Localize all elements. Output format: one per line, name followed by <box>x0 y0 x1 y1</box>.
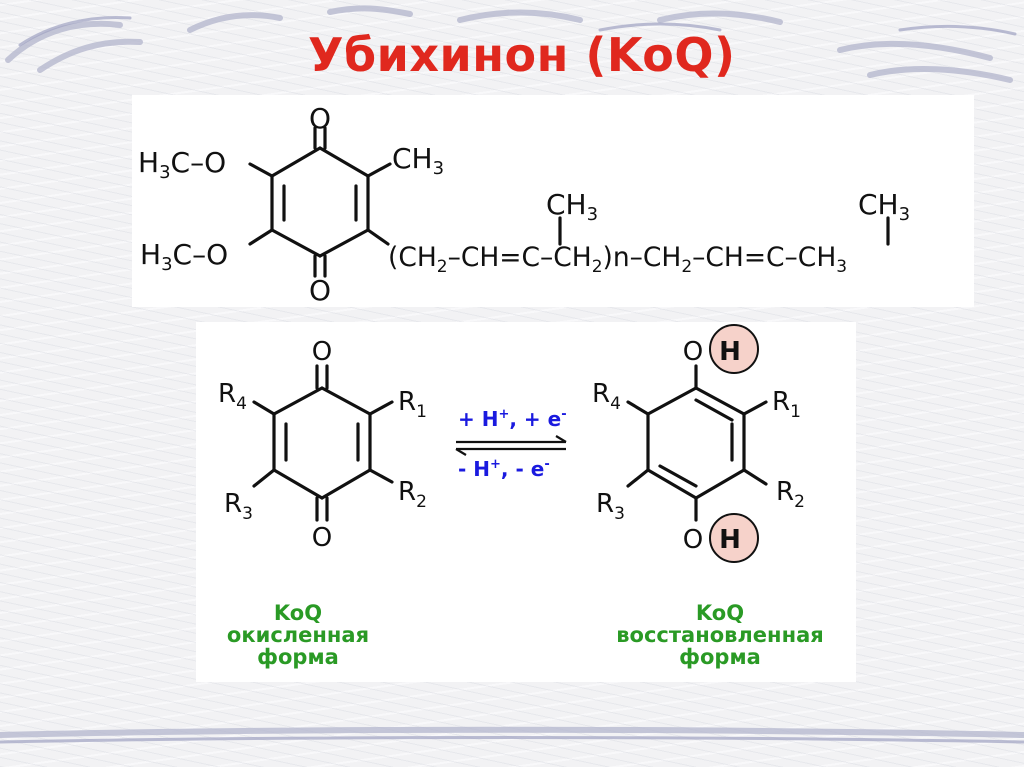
methoxy-top-sub: 3 <box>159 162 170 183</box>
reduced-caption-line1: KoQ <box>696 601 744 625</box>
branch2-sub: 3 <box>899 204 910 225</box>
branch1-label: CH <box>546 188 587 221</box>
structure-oxygen-top: O <box>309 102 331 135</box>
reduced-hydroquinone-ring <box>626 364 768 522</box>
reverse-p1: - H <box>458 457 490 481</box>
oxidized-r4-label: R <box>218 379 236 409</box>
reduced-r2-sub: 2 <box>794 492 805 512</box>
methoxy-top-h: H <box>138 146 159 179</box>
ubiquinone-structure <box>248 126 890 278</box>
reduced-r4: R4 <box>592 379 621 414</box>
oxidized-quinone-ring <box>252 364 394 522</box>
chain-part-1: (CH <box>388 242 437 273</box>
reduced-r1-label: R <box>772 387 790 417</box>
oxidized-caption-line2: окисленная <box>227 623 369 647</box>
chain-sub-4: 3 <box>836 257 847 277</box>
oxidized-r2: R2 <box>398 477 427 512</box>
reduced-hydrogen-bottom: H <box>719 525 741 555</box>
branch1-sub: 3 <box>587 204 598 225</box>
reduced-oxygen-top: O <box>683 337 703 367</box>
oxidized-r4-sub: 4 <box>236 394 247 414</box>
reverse-sup1: + <box>490 457 501 472</box>
redox-reaction-panel <box>196 322 856 682</box>
oxidized-caption-line1: KoQ <box>274 601 322 625</box>
oxidized-r2-sub: 2 <box>416 492 427 512</box>
chain-sub-1: 2 <box>437 257 448 277</box>
chain-branch-methyl-2: CH3 <box>858 188 910 225</box>
oxidized-r4: R4 <box>218 379 247 414</box>
methoxy-bottom-sub: 3 <box>161 254 172 275</box>
reduced-r3: R3 <box>596 489 625 524</box>
reduced-r2-label: R <box>776 477 794 507</box>
forward-sup1: + <box>498 407 509 422</box>
methoxy-bottom-rest: C–O <box>173 238 229 271</box>
ring-methyl-sub: 3 <box>433 158 444 179</box>
reduced-hydrogen-top: H <box>719 337 741 367</box>
reduced-r2: R2 <box>776 477 805 512</box>
oxidized-caption-line3: форма <box>257 645 339 669</box>
methoxy-bottom-h: H <box>140 238 161 271</box>
slide-title: Убихинон (KoQ) <box>308 28 736 82</box>
methoxy-group-top: H3C–O <box>138 146 226 183</box>
chain-part-2: –CH=C–CH <box>448 242 592 273</box>
oxidized-r3-sub: 3 <box>242 504 253 524</box>
isoprenoid-chain: (CH2–CH=C–CH2)n–CH2–CH=C–CH3 <box>388 242 847 277</box>
reverse-p2: , - e <box>501 457 544 481</box>
oxidized-r1-sub: 1 <box>416 402 427 422</box>
oxidized-r1-label: R <box>398 387 416 417</box>
branch2-label: CH <box>858 188 899 221</box>
reverse-sup2: - <box>544 457 549 472</box>
chain-part-4: –CH=C–CH <box>692 242 836 273</box>
hydrogen-highlight-bottom <box>709 513 759 563</box>
forward-p1: + H <box>458 407 498 431</box>
reduced-r4-label: R <box>592 379 610 409</box>
reverse-reaction-label: - H+, - e- <box>458 457 550 481</box>
oxidized-r2-label: R <box>398 477 416 507</box>
reduced-r4-sub: 4 <box>610 394 621 414</box>
chain-branch-methyl-1: CH3 <box>546 188 598 225</box>
reduced-r3-sub: 3 <box>614 504 625 524</box>
reduced-r1-sub: 1 <box>790 402 801 422</box>
chain-sub-3: 2 <box>681 257 692 277</box>
methoxy-group-bottom: H3C–O <box>140 238 228 275</box>
forward-p2: , + e <box>509 407 561 431</box>
forward-sup2: - <box>561 407 566 422</box>
chain-sub-2: 2 <box>592 257 603 277</box>
reduced-r3-label: R <box>596 489 614 519</box>
oxidized-oxygen-bottom: O <box>312 523 332 553</box>
reduced-oxygen-bottom: O <box>683 525 703 555</box>
structure-oxygen-bottom: O <box>309 274 331 307</box>
oxidized-r1: R1 <box>398 387 427 422</box>
chain-part-3: )n–CH <box>603 242 682 273</box>
ring-methyl-group: CH3 <box>392 142 444 179</box>
reduced-r1: R1 <box>772 387 801 422</box>
forward-reaction-label: + H+, + e- <box>458 407 567 431</box>
oxidized-oxygen-top: O <box>312 337 332 367</box>
reduced-caption-line3: форма <box>679 645 761 669</box>
reduced-caption-line2: восстановленная <box>616 623 823 647</box>
hydrogen-highlight-top <box>709 324 759 374</box>
equilibrium-arrows <box>455 435 567 456</box>
ring-methyl-label: CH <box>392 142 433 175</box>
oxidized-r3: R3 <box>224 489 253 524</box>
oxidized-r3-label: R <box>224 489 242 519</box>
methoxy-top-rest: C–O <box>171 146 227 179</box>
